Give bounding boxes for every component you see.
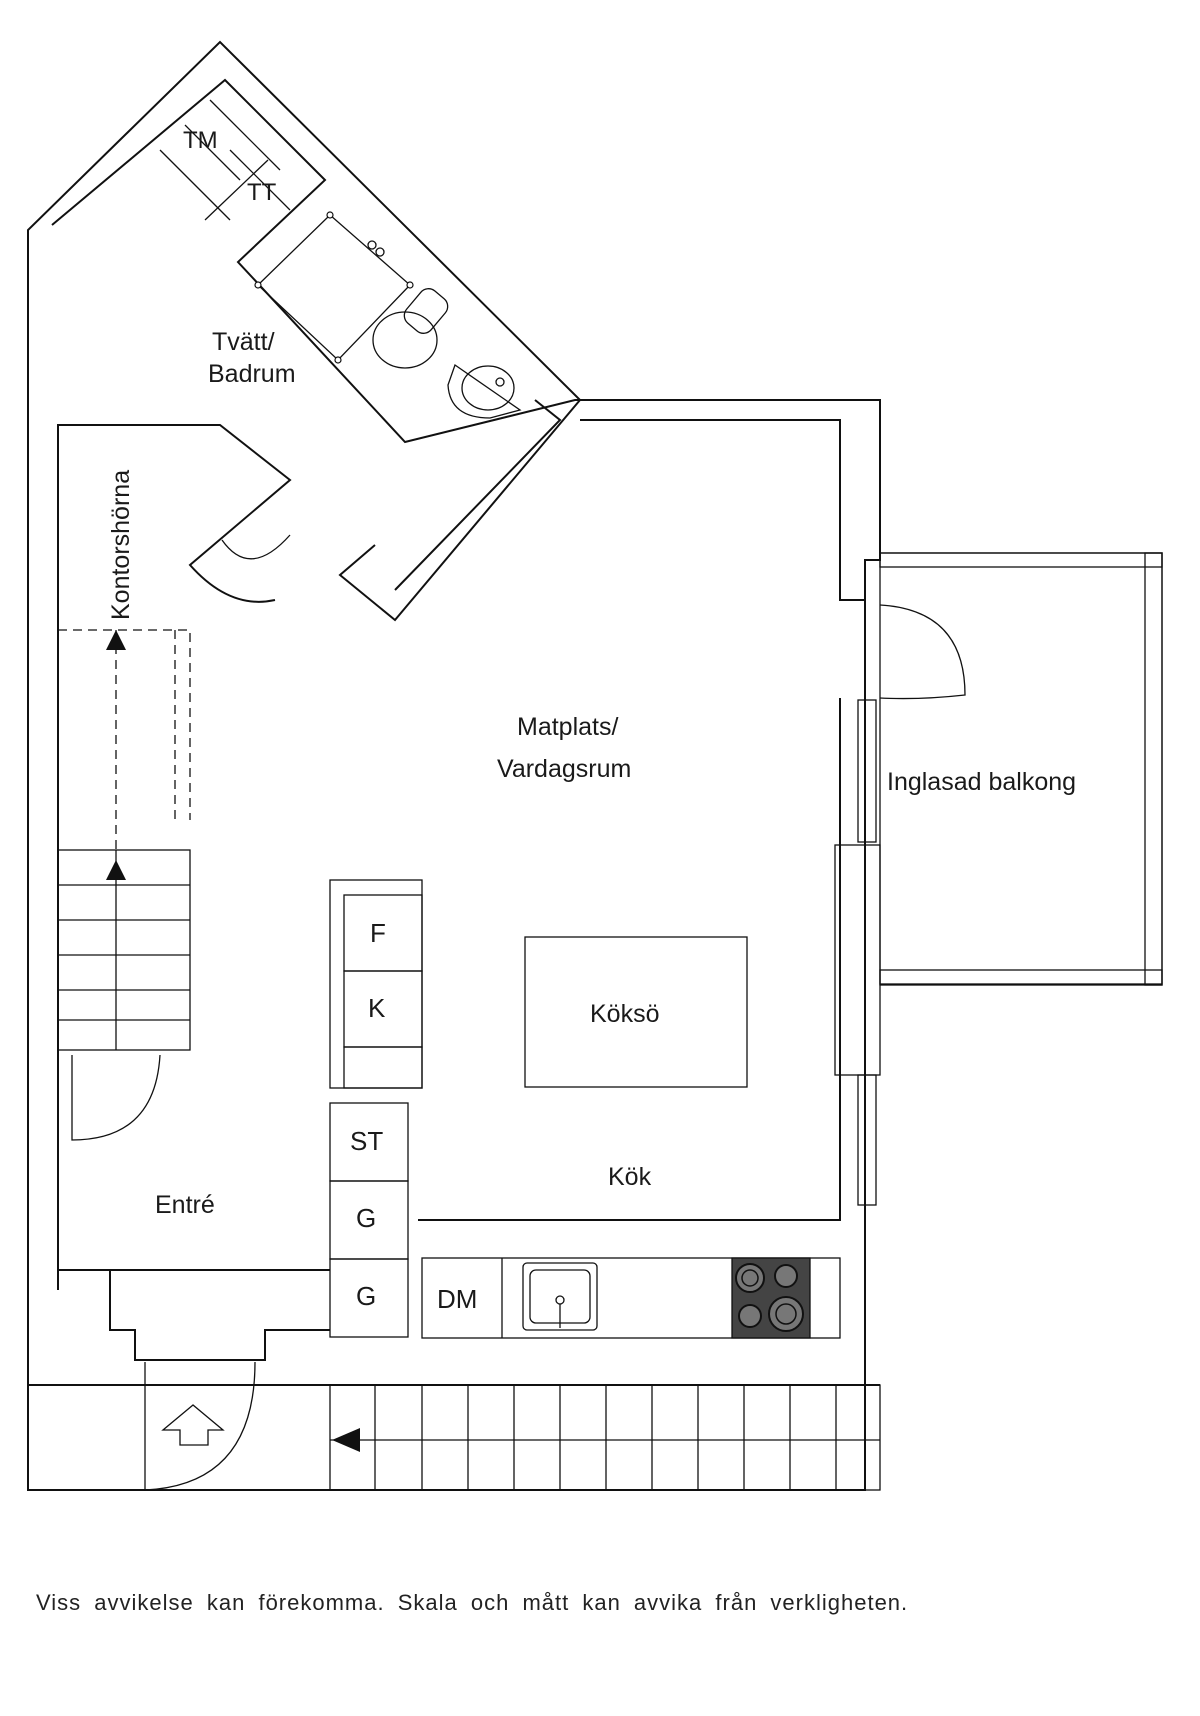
toilet-icon bbox=[372, 288, 449, 369]
outdoor-stairs bbox=[329, 1384, 881, 1491]
dishwasher-label: DM bbox=[437, 1284, 477, 1314]
laundry-bathroom bbox=[159, 99, 522, 560]
wardrobe-2-label: G bbox=[356, 1281, 376, 1311]
kitchen-counter bbox=[421, 1257, 841, 1339]
stair-direction-arrow-icon bbox=[106, 630, 126, 650]
laundry-bathroom-label-2: Badrum bbox=[208, 360, 296, 388]
kitchen-island bbox=[524, 936, 748, 1088]
stove-icon bbox=[731, 1257, 811, 1339]
disclaimer-text: Viss avvikelse kan förekomma. Skala och … bbox=[36, 1590, 909, 1615]
washbasin-icon bbox=[447, 363, 522, 419]
fridge-label: F bbox=[370, 918, 386, 948]
sink-icon bbox=[522, 1262, 598, 1331]
dryer-label: TT bbox=[247, 179, 277, 206]
kitchen-label: Kök bbox=[608, 1163, 652, 1191]
outdoor-stair-arrow-icon bbox=[332, 1428, 360, 1452]
entry-arrow-icon bbox=[161, 1404, 225, 1446]
shower-icon bbox=[254, 211, 414, 364]
wardrobe-1-label: G bbox=[356, 1203, 376, 1233]
balcony bbox=[834, 552, 1163, 1206]
laundry-bathroom-label-1: Tvätt/ bbox=[212, 328, 275, 356]
interior-stairs bbox=[57, 629, 191, 1141]
office-corner-label: Kontorshörna bbox=[107, 470, 135, 620]
washing-machine-label: TM bbox=[183, 127, 218, 154]
stair-direction-arrow-icon bbox=[106, 860, 126, 880]
freezer-label: K bbox=[368, 993, 386, 1023]
dining-living-label-2: Vardagsrum bbox=[497, 755, 631, 783]
cabinet-label: ST bbox=[350, 1126, 383, 1156]
dining-living-label-1: Matplats/ bbox=[517, 713, 618, 741]
balcony-label: Inglasad balkong bbox=[887, 768, 1076, 796]
island-label: Köksö bbox=[590, 1000, 659, 1028]
outer-walls bbox=[27, 40, 881, 1491]
kitchen-tall-units bbox=[329, 879, 423, 1338]
entry-label: Entré bbox=[155, 1191, 215, 1219]
